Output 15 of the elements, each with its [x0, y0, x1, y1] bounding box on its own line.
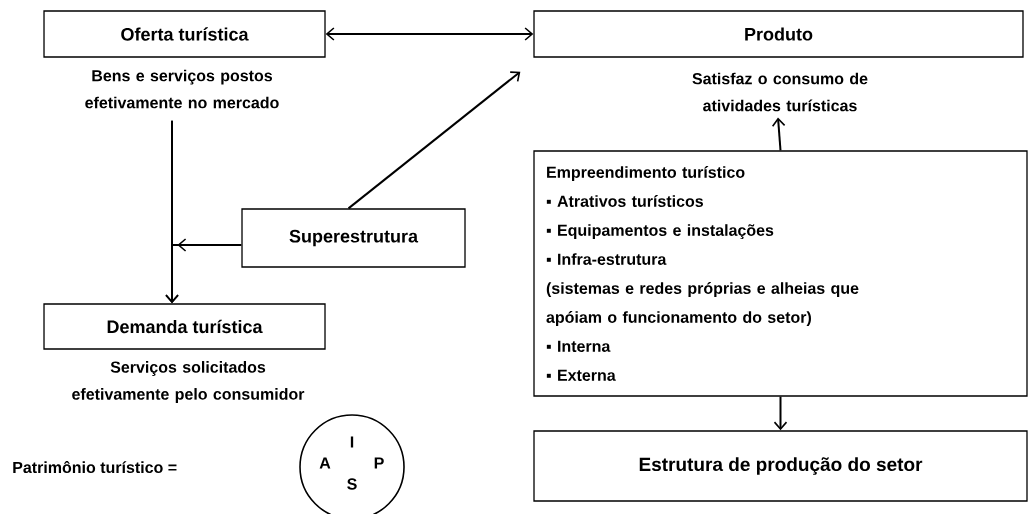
process-box: Produto	[533, 10, 1024, 58]
node-label: Serviços solicitados efetivamente pelo consumidor	[72, 361, 305, 403]
label: Patrimônio turístico =	[13, 460, 177, 474]
arrow	[165, 238, 243, 304]
arrow	[773, 395, 788, 431]
text-box: Empreendimento turístico ▪ Atrativos turísticos ▪ Equipamentos e instalações ▪ Infra-estrutura (sistemas e redes próprias e alheias que apóiam o funcionamento do setor) ▪ Interna ▪ Externa	[533, 150, 1028, 397]
arrow	[771, 117, 786, 152]
process-box: Demanda turística	[43, 303, 326, 350]
node-label: Bens e serviços postos efetivamente no mercado	[85, 69, 279, 109]
arrow	[325, 27, 534, 41]
process-box: Superestrutura	[241, 208, 466, 268]
process-box: Oferta turística	[43, 10, 326, 58]
node-label: Satisfaz o consumo de atividades turísticas	[692, 72, 868, 112]
process-box: Estrutura de produção do setor	[533, 430, 1028, 502]
arrow	[347, 71, 521, 210]
